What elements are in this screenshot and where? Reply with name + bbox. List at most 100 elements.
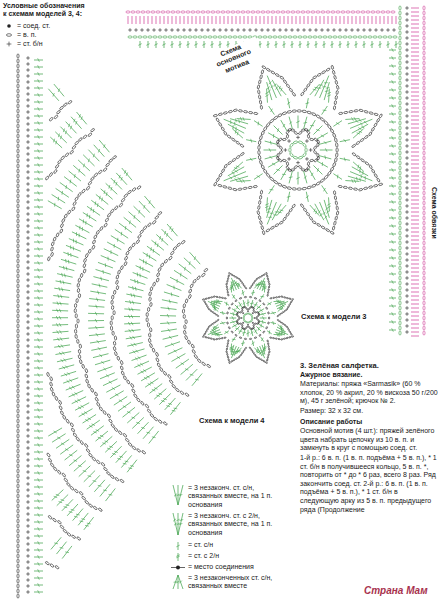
stitch-stem xyxy=(254,174,263,180)
chain-stitch xyxy=(399,256,401,260)
chain-stitch xyxy=(132,446,137,450)
stitch-bar xyxy=(257,307,261,308)
chain-stitch xyxy=(227,277,229,279)
stitch-bar xyxy=(143,370,146,372)
chain-stitch xyxy=(316,156,319,160)
chain-stitch xyxy=(212,311,214,313)
stitch-stem xyxy=(170,402,180,414)
stitch-stem xyxy=(162,300,178,303)
single-crochet xyxy=(407,132,408,136)
chain-stitch xyxy=(221,11,225,13)
chain-stitch xyxy=(153,417,158,421)
chain-stitch xyxy=(279,221,284,225)
chain-stitch xyxy=(423,6,425,10)
stitch-stem xyxy=(344,16,345,24)
chain-stitch xyxy=(399,96,401,100)
chain-stitch xyxy=(131,11,135,13)
chain-stitch xyxy=(198,36,202,38)
stitch-bar xyxy=(319,85,323,86)
stitch-stem xyxy=(340,158,350,160)
chain-stitch xyxy=(423,126,425,130)
stitch-stem xyxy=(88,313,104,314)
single-crochet xyxy=(310,28,311,32)
chain-stitch xyxy=(273,180,278,184)
chain-stitch xyxy=(117,270,120,275)
chain-stitch xyxy=(259,195,262,199)
chain-stitch xyxy=(296,11,300,13)
chain-stitch xyxy=(399,126,401,130)
stitch-bar xyxy=(123,463,127,465)
stitch-stem xyxy=(240,16,241,24)
chain-stitch xyxy=(248,321,251,323)
stitch-bar xyxy=(117,238,118,242)
chain-stitch xyxy=(141,450,146,454)
stitch-stem xyxy=(100,373,115,379)
chain-stitch xyxy=(399,151,401,155)
chain-stitch xyxy=(321,11,325,13)
stitch-stem xyxy=(274,165,283,174)
chain-stitch xyxy=(244,338,246,340)
stitch-stem xyxy=(248,16,249,24)
stitch-bar xyxy=(157,243,159,247)
stitch-bar xyxy=(123,406,126,408)
stitch-stem xyxy=(125,330,141,332)
chain-stitch xyxy=(272,337,274,338)
chain-stitch xyxy=(399,301,401,305)
chain-stitch xyxy=(99,406,103,411)
chain-stitch xyxy=(423,251,425,255)
stitch-bar xyxy=(283,302,286,304)
chain-stitch xyxy=(183,314,185,318)
single-crochet xyxy=(196,28,197,32)
chain-stitch xyxy=(111,300,114,304)
chain-stitch xyxy=(267,356,269,358)
stitch-stem xyxy=(280,16,281,24)
chain-stitch xyxy=(423,256,425,260)
stitch-stem xyxy=(411,236,419,237)
stitch-bar xyxy=(378,44,381,46)
stitch-bar xyxy=(305,103,309,104)
chain-stitch xyxy=(218,36,222,38)
chain-stitch xyxy=(258,95,261,99)
stitch-bar xyxy=(146,432,150,434)
stitch-stem xyxy=(411,296,419,297)
chain-stitch xyxy=(353,36,357,38)
stitch-stem xyxy=(261,337,264,342)
chain-stitch xyxy=(160,263,164,268)
stitch-bar xyxy=(106,375,109,377)
stitch-bar xyxy=(232,172,235,174)
chain-stitch xyxy=(244,296,246,298)
chain-stitch xyxy=(236,155,241,159)
chain-stitch xyxy=(206,11,210,13)
stitch-stem xyxy=(144,16,145,24)
stitch-bar xyxy=(180,273,181,277)
stitch-stem xyxy=(224,331,229,334)
chain-stitch xyxy=(147,307,150,311)
chain-stitch xyxy=(258,80,261,85)
chain-stitch xyxy=(423,56,425,60)
stitch-stem xyxy=(237,118,251,120)
stitch-stem xyxy=(161,329,177,331)
chain-stitch xyxy=(263,303,265,306)
stitch-bar xyxy=(241,292,244,294)
chain-stitch xyxy=(423,11,425,15)
chain-stitch xyxy=(213,182,217,187)
single-crochet xyxy=(407,294,408,298)
stitch-bar xyxy=(140,266,141,270)
chain-stitch xyxy=(78,354,81,359)
stitch-stem xyxy=(220,16,221,24)
chain-stitch xyxy=(393,36,397,38)
chain-stitch xyxy=(399,236,401,240)
stitch-stem xyxy=(252,16,253,24)
chain-stitch xyxy=(227,135,232,139)
chain-stitch xyxy=(245,347,247,349)
stitch-stem xyxy=(411,272,419,273)
single-crochet xyxy=(407,150,408,154)
stitch-bar xyxy=(137,272,138,276)
stitch-bar xyxy=(202,44,205,46)
stitch-stem xyxy=(267,202,276,224)
stitch-stem xyxy=(160,16,161,24)
stitch-stem xyxy=(411,268,419,269)
chain-stitch xyxy=(171,11,175,13)
stitch-stem xyxy=(411,64,419,65)
stitch-bar xyxy=(306,44,309,46)
